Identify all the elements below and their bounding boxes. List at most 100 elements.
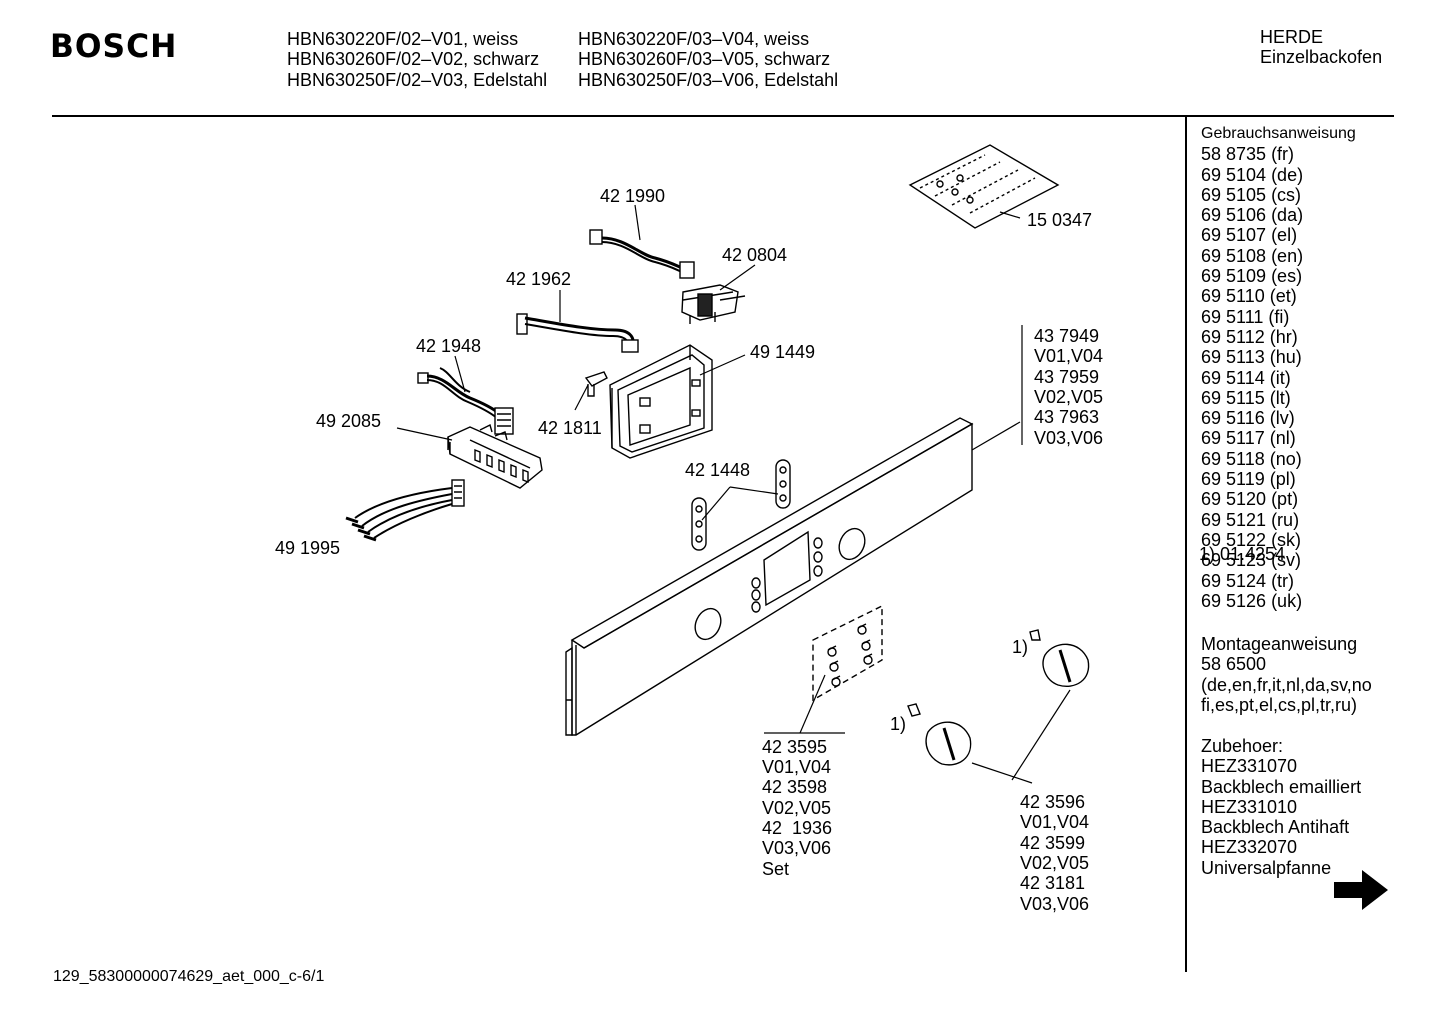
clip-421811 xyxy=(584,371,608,397)
manual-item: 69 5114 (it) xyxy=(1201,367,1291,388)
part-label-421811: 42 1811 xyxy=(538,418,602,438)
part-label-491449: 49 1449 xyxy=(750,342,815,362)
manual-item: 69 5115 (lt) xyxy=(1201,387,1291,408)
ref-line: V02,V05 xyxy=(1034,387,1103,407)
part-label-420804: 42 0804 xyxy=(722,245,787,265)
manual-item: 69 5104 (de) xyxy=(1201,164,1304,185)
mount-block: Montageanweisung 58 6500 (de,en,fr,it,nl… xyxy=(1201,634,1372,715)
seal-421448 xyxy=(691,459,791,551)
mount-line: (de,en,fr,it,nl,da,sv,no xyxy=(1201,674,1372,695)
knob-part-refs: 42 3596 V01,V04 42 3599 V02,V05 42 3181 … xyxy=(1020,792,1089,914)
manual-item: 69 5112 (hr) xyxy=(1201,326,1298,347)
manual-list: Gebrauchsanweisung 58 8735 (fr)69 5104 (… xyxy=(1201,124,1356,611)
cable-421990 xyxy=(589,229,695,279)
part-label-491995: 49 1995 xyxy=(275,538,340,558)
manual-item: 69 5119 (pl) xyxy=(1201,469,1296,490)
overlap-note: 1) 01.4254 xyxy=(1199,544,1286,564)
model-line: HBN630250F/03–V06, Edelstahl xyxy=(578,69,839,90)
ref-line: 42 1936 xyxy=(762,818,832,838)
header-divider xyxy=(52,115,1394,117)
part-label-421962: 42 1962 xyxy=(506,269,571,289)
cable-421962 xyxy=(516,313,639,353)
mount-line: fi,es,pt,el,cs,pl,tr,ru) xyxy=(1201,694,1358,715)
manual-item: 69 5110 (et) xyxy=(1201,286,1297,307)
arrow-right-icon[interactable] xyxy=(1332,868,1390,912)
category-block: HERDE Einzelbackofen xyxy=(1260,27,1382,68)
manual-item: 69 5118 (no) xyxy=(1201,448,1302,469)
accessory-line: Backblech Antihaft xyxy=(1201,817,1350,838)
category: HERDE xyxy=(1260,27,1324,47)
manual-item: 69 5122 (sk) xyxy=(1201,529,1302,550)
ref-line: V03,V06 xyxy=(1034,428,1103,448)
model-list-1: HBN630220F/02–V01, weiss HBN630260F/02–V… xyxy=(287,29,547,90)
manual-item: 69 5120 (pt) xyxy=(1201,489,1299,510)
accessory-line: Universalpfanne xyxy=(1201,857,1332,878)
sidebar-divider xyxy=(1185,117,1187,972)
model-line: HBN630260F/02–V02, schwarz xyxy=(287,49,540,70)
ref-line: 43 7949 xyxy=(1034,326,1099,346)
leader-lines xyxy=(396,204,1071,784)
panel-part-refs: 43 7949 V01,V04 43 7959 V02,V05 43 7963 … xyxy=(1034,326,1103,448)
ref-line: 42 3598 xyxy=(762,777,827,797)
accessory-line: HEZ332070 xyxy=(1201,837,1298,858)
manual-item: 69 5121 (ru) xyxy=(1201,509,1300,530)
ref-line: V02,V05 xyxy=(1020,853,1089,873)
manual-item: 69 5113 (hu) xyxy=(1201,347,1302,368)
part-label-421448: 42 1448 xyxy=(685,460,750,480)
ref-line: 42 3599 xyxy=(1020,833,1085,853)
manual-title: Gebrauchsanweisung xyxy=(1201,125,1356,142)
ref-line: V03,V06 xyxy=(1020,894,1089,914)
accessory-block: Zubehoer: HEZ331070 Backblech emailliert… xyxy=(1201,736,1361,878)
ref-line: V01,V04 xyxy=(762,757,831,777)
ref-line: Set xyxy=(762,859,789,879)
manual-item: 69 5105 (cs) xyxy=(1201,184,1302,205)
screw-set xyxy=(812,604,883,702)
accessory-line: Backblech emailliert xyxy=(1201,776,1362,797)
ref-line: 43 7959 xyxy=(1034,367,1099,387)
ref-line: 43 7963 xyxy=(1034,407,1099,427)
accessory-title: Zubehoer: xyxy=(1201,736,1284,756)
ref-line: 42 3595 xyxy=(762,737,827,757)
ref-line: V03,V06 xyxy=(762,838,831,858)
knob-right xyxy=(1029,629,1090,687)
ref-line: 42 3596 xyxy=(1020,792,1085,812)
model-line: HBN630260F/03–V05, schwarz xyxy=(578,49,831,70)
manual-item: 69 5111 (fi) xyxy=(1201,306,1290,327)
subcategory: Einzelbackofen xyxy=(1260,47,1383,68)
part-label-492085: 49 2085 xyxy=(316,411,381,431)
module-491449 xyxy=(609,344,713,459)
manual-item: 69 5116 (lv) xyxy=(1201,408,1295,429)
accessory-line: HEZ331010 xyxy=(1201,796,1298,817)
cable-491995 xyxy=(345,479,465,542)
mount-line: 58 6500 xyxy=(1201,654,1267,675)
screw-bag-150347 xyxy=(908,144,1060,229)
manual-item: 69 5126 (uk) xyxy=(1201,590,1303,611)
ref-line: V01,V04 xyxy=(1020,812,1089,832)
manual-item: 69 5108 (en) xyxy=(1201,245,1304,266)
manual-item: 69 5117 (nl) xyxy=(1201,428,1296,449)
model-line: HBN630220F/03–V04, weiss xyxy=(578,29,810,49)
document-code: 129_58300000074629_aet_000_c-6/1 xyxy=(53,968,325,985)
part-label-150347: 15 0347 xyxy=(1027,210,1092,230)
manual-item: 69 5106 (da) xyxy=(1201,205,1304,226)
cable-421948 xyxy=(417,367,514,435)
knob-left xyxy=(907,703,972,766)
manual-item: 69 5123 (sv) xyxy=(1201,550,1302,571)
model-line: HBN630220F/02–V01, weiss xyxy=(287,29,519,49)
model-line: HBN630250F/02–V03, Edelstahl xyxy=(287,69,548,90)
screw-part-refs: 42 3595 V01,V04 42 3598 V02,V05 42 1936 … xyxy=(762,737,832,879)
footnote-marker: 1) xyxy=(890,714,906,734)
model-list-2: HBN630220F/03–V04, weiss HBN630260F/03–V… xyxy=(578,29,838,90)
switch-420804 xyxy=(681,284,746,324)
ref-line: V01,V04 xyxy=(1034,346,1103,366)
accessory-line: HEZ331070 xyxy=(1201,756,1298,777)
manual-item: 69 5107 (el) xyxy=(1201,225,1298,246)
part-label-421990: 42 1990 xyxy=(600,186,665,206)
manual-item: 69 5109 (es) xyxy=(1201,266,1303,287)
bosch-logo: BOSCH xyxy=(50,27,178,65)
footnote-marker: 1) xyxy=(1012,637,1028,657)
part-label-421948: 42 1948 xyxy=(416,336,481,356)
control-panel xyxy=(565,417,974,736)
board-492085 xyxy=(447,423,543,489)
ref-line: V02,V05 xyxy=(762,798,831,818)
